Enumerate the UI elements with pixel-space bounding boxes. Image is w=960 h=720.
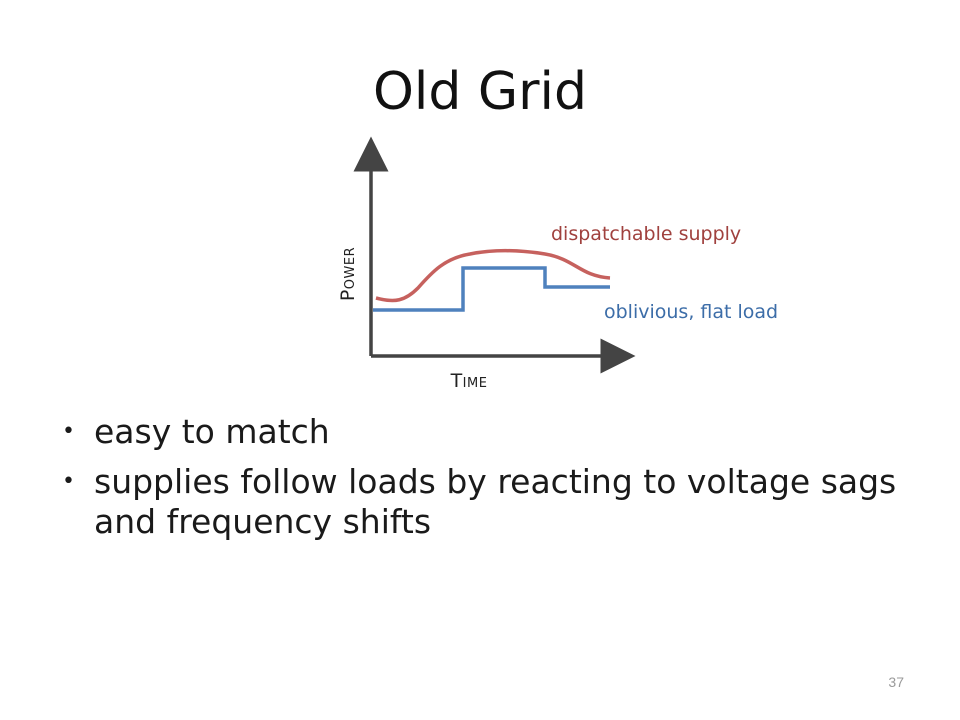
y-axis-label: Power [337, 247, 359, 301]
bullet-item: • supplies follow loads by reacting to v… [62, 462, 922, 542]
supply-curve [375, 248, 611, 303]
bullet-text: easy to match [94, 412, 330, 451]
slide-title: Old Grid [372, 62, 588, 122]
supply-label: dispatchable supply [551, 223, 741, 245]
bullet-dot-icon: • [62, 419, 75, 444]
page-number: 37 [888, 674, 904, 690]
bullet-item: • easy to match [62, 412, 922, 452]
load-label: oblivious, flat load [604, 301, 778, 323]
bullet-dot-icon: • [62, 469, 75, 494]
bullet-list: • easy to match • supplies follow loads … [62, 412, 922, 552]
load-curve [373, 266, 610, 312]
x-axis-label: Time [450, 370, 488, 392]
bullet-text: supplies follow loads by reacting to vol… [94, 462, 897, 541]
